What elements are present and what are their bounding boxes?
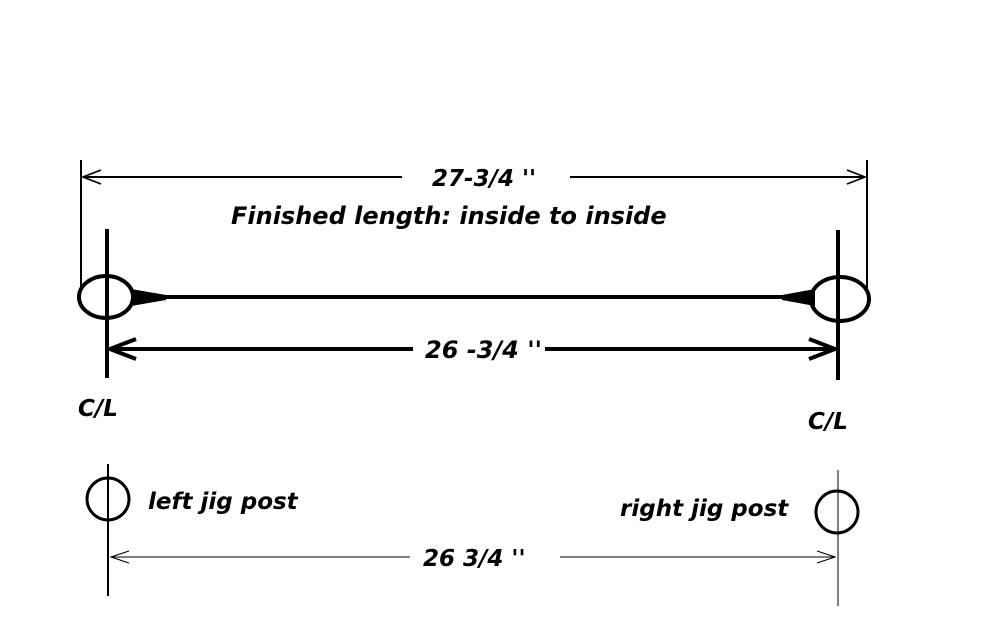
- finished-length-note: Finished length: inside to inside: [231, 202, 667, 230]
- right-serving-taper: [782, 289, 815, 306]
- left-jig-post: left jig post: [85, 464, 299, 596]
- left-serving-taper: [131, 289, 166, 306]
- right-post-label: right jig post: [620, 496, 789, 522]
- left-centerline-label: C/L: [78, 396, 118, 422]
- inner-dimension: 26 -3/4 '': [110, 336, 835, 364]
- left-post-label: left jig post: [148, 489, 299, 515]
- bowstring: [77, 229, 871, 380]
- left-post-circle: [85, 476, 131, 522]
- right-post-circle: [814, 489, 860, 535]
- post-spacing-label: 26 3/4 '': [423, 546, 526, 572]
- right-jig-post: right jig post: [620, 470, 860, 606]
- overall-dimension-label: 27-3/4 '': [432, 166, 536, 192]
- overall-dimension: 27-3/4 '': [80, 160, 868, 292]
- inner-dimension-label: 26 -3/4 '': [425, 336, 542, 364]
- post-spacing-dimension: 26 3/4 '': [111, 546, 835, 572]
- right-centerline-label: C/L: [808, 409, 848, 435]
